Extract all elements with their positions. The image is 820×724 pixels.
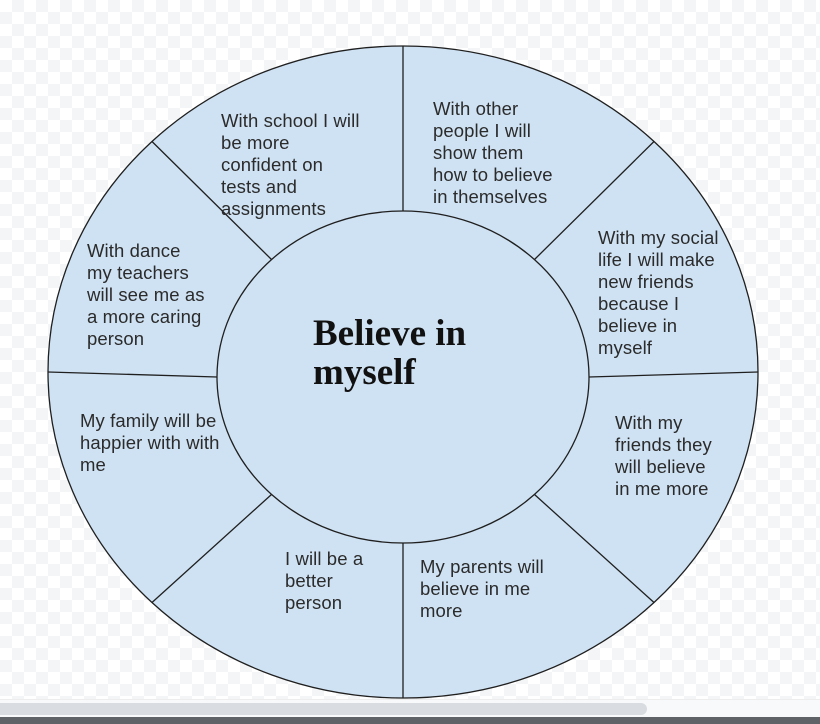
wheel-spokes xyxy=(47,46,759,698)
segment-label-parents: My parents will believe in me more xyxy=(420,556,544,621)
wheel-center-title: Believe in myself xyxy=(313,313,467,393)
segment-label-other-people: With other people I will show them how t… xyxy=(433,98,553,207)
segment-label-better-person: I will be a better person xyxy=(285,548,364,613)
spoke-left xyxy=(47,371,218,378)
wheel-center-ellipse xyxy=(216,210,590,544)
segment-label-dance: With dance my teachers will see me as a … xyxy=(87,240,205,349)
spoke-top-right xyxy=(534,141,655,260)
spoke-top-left xyxy=(151,141,272,260)
spoke-bottom-right xyxy=(534,494,655,603)
spoke-right xyxy=(588,371,759,378)
horizontal-scrollbar-thumb[interactable] xyxy=(0,703,647,715)
segment-label-social-life: With my social life I will make new frie… xyxy=(598,227,719,358)
spoke-bottom-left xyxy=(151,494,272,603)
segment-label-family: My family will be happier with with me xyxy=(80,410,220,475)
segment-label-school: With school I will be more confident on … xyxy=(221,110,360,219)
segment-label-friends: With my friends they will believe in me … xyxy=(615,412,712,499)
window-bottom-edge xyxy=(0,717,820,724)
